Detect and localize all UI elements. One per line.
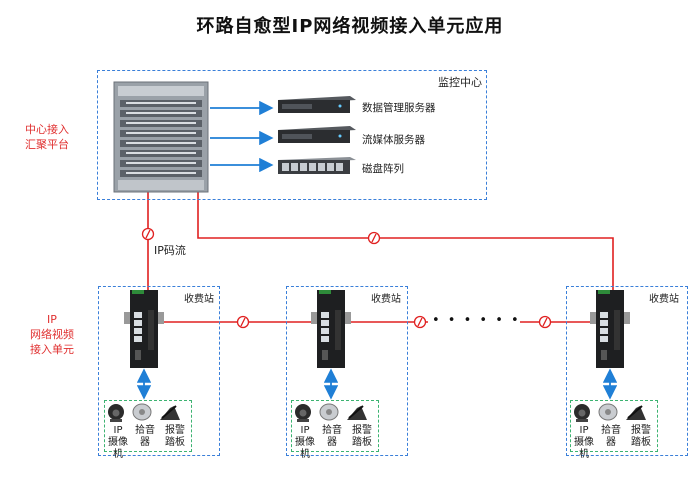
rack-server-icon: [278, 96, 356, 113]
device-label-microphone: 拾音器: [601, 425, 621, 448]
alarm-pedal-icon: [347, 405, 367, 420]
industrial-switch-icon: [311, 290, 351, 368]
device-icons-2: [295, 403, 367, 422]
device-label-pedal: 报警踏板: [165, 425, 185, 448]
server-label-disk: 磁盘阵列: [362, 163, 404, 175]
camera-icon: [574, 404, 590, 422]
link-markers: [141, 227, 552, 329]
alarm-pedal-icon: [626, 405, 646, 420]
device-icons-3: [574, 403, 646, 422]
station-frame-2: [286, 286, 408, 456]
station-label: 收费站: [371, 294, 401, 305]
station-label: 收费站: [649, 294, 679, 305]
link-break-icon: [236, 315, 250, 329]
uplink-right: [197, 192, 614, 292]
device-group-2: [291, 400, 379, 452]
server-label-data: 数据管理服务器: [362, 102, 436, 114]
link-break-icon: [413, 315, 427, 329]
disk-array-icon: [278, 157, 356, 174]
link-break-icon: [538, 315, 552, 329]
monitoring-center-label: 监控中心: [438, 76, 482, 89]
industrial-switch-icon: [590, 290, 630, 368]
link-break-icon: [141, 227, 155, 241]
rack-server-icon: [278, 126, 356, 143]
alarm-pedal-icon: [160, 405, 180, 420]
link-break-icon: [367, 231, 381, 245]
device-arrows: [136, 368, 618, 400]
microphone-icon: [132, 403, 152, 421]
monitoring-center-frame: [97, 70, 487, 200]
device-label-pedal: 报警踏板: [352, 425, 372, 448]
device-group-1: [104, 400, 192, 452]
more-stations-ellipsis: • • • • • •: [432, 313, 521, 328]
center-platform-label: 中心接入 汇聚平台: [25, 123, 69, 151]
device-label-microphone: 拾音器: [322, 425, 342, 448]
chassis-icon: [113, 81, 209, 193]
station-label: 收费站: [184, 294, 214, 305]
device-group-3: [570, 400, 658, 452]
microphone-icon: [319, 403, 339, 421]
station-frame-3: [566, 286, 688, 456]
device-label-pedal: 报警踏板: [631, 425, 651, 448]
server-label-media: 流媒体服务器: [362, 134, 425, 146]
station-frame-1: [98, 286, 220, 456]
camera-icon: [295, 404, 311, 422]
microphone-icon: [598, 403, 618, 421]
access-unit-label: IP 网络视频 接入单元: [30, 313, 74, 356]
ip-stream-label: IP码流: [154, 244, 186, 257]
camera-icon: [108, 404, 124, 422]
industrial-switch-icon: [124, 290, 164, 368]
page-title: 环路自愈型IP网络视频接入单元应用: [196, 16, 504, 37]
device-icons-1: [108, 403, 180, 422]
device-label-microphone: 拾音器: [135, 425, 155, 448]
server-arrows: [210, 100, 274, 173]
